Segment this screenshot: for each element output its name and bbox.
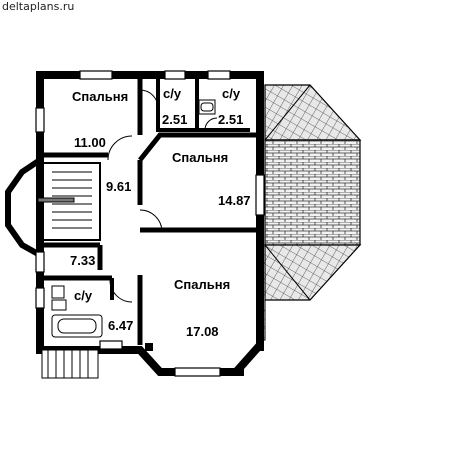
bay-left <box>5 154 43 261</box>
room-6-area: 7.33 <box>70 253 96 268</box>
fixtures <box>51 99 216 338</box>
roof <box>257 84 362 341</box>
room-1-area: 11.00 <box>74 135 106 150</box>
door-swings <box>107 89 218 303</box>
room-1-name: Спальня <box>72 89 129 104</box>
windows <box>35 70 265 377</box>
room-3-area: 2.51 <box>218 112 244 127</box>
room-3-name: с/у <box>222 86 241 101</box>
room-5-area: 9.61 <box>106 179 132 194</box>
room-7-name: с/у <box>74 288 93 303</box>
room-7-area: 6.47 <box>108 318 134 333</box>
room-2-name: с/у <box>163 86 182 101</box>
staircase <box>37 171 92 229</box>
room-2-area: 2.51 <box>162 112 188 127</box>
site-watermark: deltaplans.ru <box>2 0 75 13</box>
room-4-area: 14.87 <box>218 193 251 208</box>
corner-columns <box>145 131 264 376</box>
room-4-name: Спальня <box>172 150 229 165</box>
room-8-name: Спальня <box>174 277 231 292</box>
interior-walls <box>44 79 256 345</box>
room-8-area: 17.08 <box>186 324 219 339</box>
porch <box>41 349 99 379</box>
